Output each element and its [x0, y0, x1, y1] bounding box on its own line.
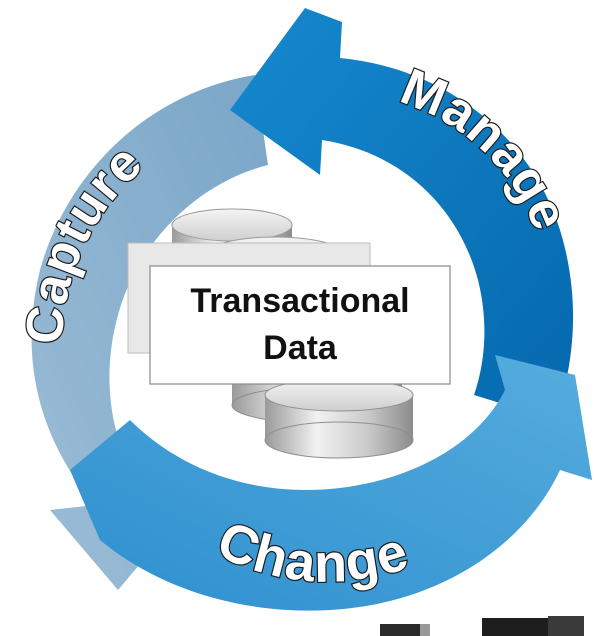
- device-thumbnail-left: [380, 624, 420, 636]
- device-thumbnail-left-edge: [420, 624, 430, 636]
- center-label-box: [149, 265, 451, 385]
- manage-arrow: [230, 8, 574, 420]
- change-arrow: [70, 355, 592, 611]
- center-label-line2: Data: [263, 329, 338, 367]
- center-label-line1: Transactional: [190, 282, 409, 320]
- device-thumbnails: [380, 616, 584, 636]
- device-thumbnail-right: [482, 618, 548, 636]
- device-thumbnail-right-top: [548, 616, 584, 636]
